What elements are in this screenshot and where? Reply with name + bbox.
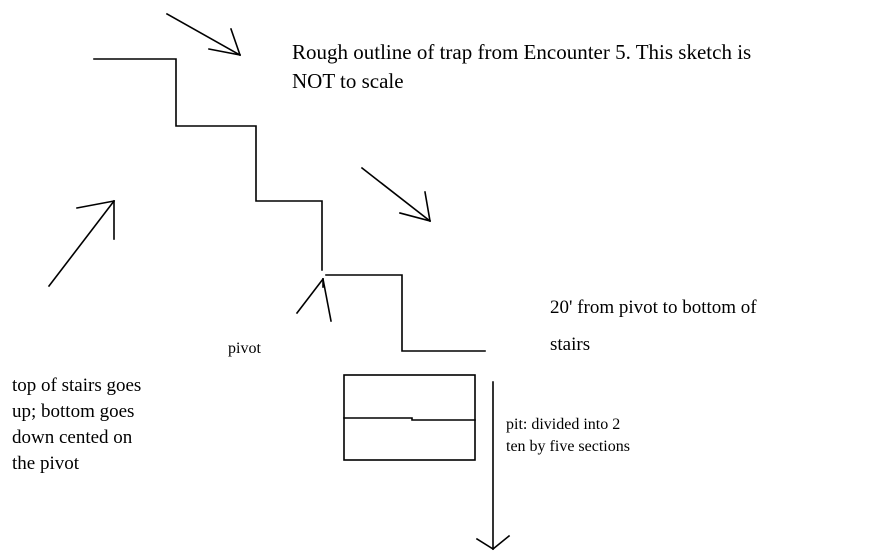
caption-line-2: NOT to scale [292,69,404,93]
stairs-note-line-1: top of stairs goes [12,375,142,396]
stairs-note-line-3: down cented on [12,427,133,448]
pit-diagram [343,374,476,461]
lower-stairs-outline [325,274,486,352]
pivot-arrow [295,277,332,322]
pit-note-line-2: ten by five sections [506,438,630,455]
top-arrow [165,12,242,57]
distance-note-line-1: 20' from pivot to bottom of [550,297,757,318]
upper-stairs-outline [93,58,323,271]
pivot-label: pivot [228,340,261,357]
middle-arrow [360,166,432,223]
sketch-caption: Rough outline of trap from Encounter 5. … [292,38,751,96]
stairs-note: top of stairs goes up; bottom goes down … [12,373,141,477]
down-arrow [475,381,511,551]
caption-line-1: Rough outline of trap from Encounter 5. … [292,40,752,64]
pit-note-line-1: pit: divided into 2 [506,416,621,433]
distance-note: 20' from pivot to bottom of stairs [550,289,757,363]
stairs-note-line-2: up; bottom goes [12,401,135,422]
pit-note: pit: divided into 2 ten by five sections [506,414,630,458]
stairs-note-line-4: the pivot [12,453,80,474]
up-arrow [47,199,116,288]
distance-note-line-2: stairs [550,334,591,355]
